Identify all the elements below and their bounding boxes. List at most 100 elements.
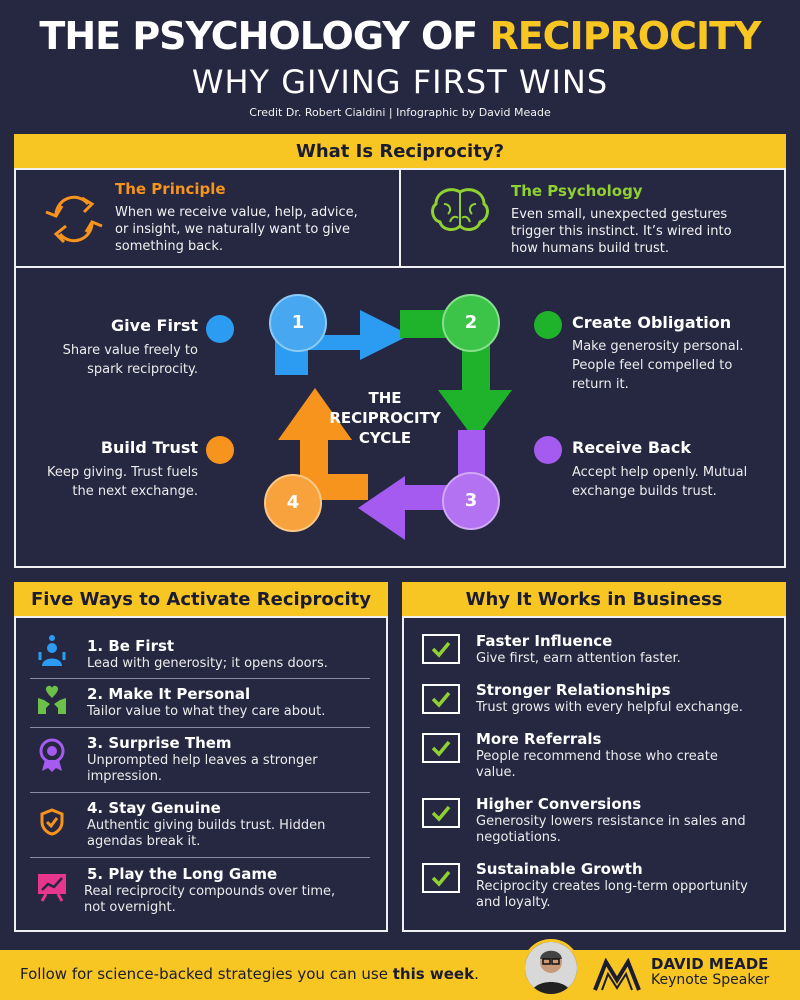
footer: Follow for science-backed strategies you… — [0, 950, 800, 1000]
five-ways-banner: Five Ways to Activate Reciprocity — [14, 582, 388, 618]
step-line: spark reciprocity. — [87, 362, 198, 377]
check-icon — [422, 684, 460, 714]
benefit-line: Reciprocity creates long-term opportunit… — [476, 879, 748, 894]
step-1-dot — [206, 315, 234, 343]
check-icon — [422, 634, 460, 664]
why-works-panel — [402, 616, 786, 932]
way-2-title: 2. Make It Personal — [87, 685, 251, 703]
credit-line: Credit Dr. Robert Cialdini | Infographic… — [249, 106, 551, 119]
benefit-4-title: Higher Conversions — [476, 795, 642, 813]
divider — [30, 857, 370, 858]
benefit-line: negotiations. — [476, 830, 561, 845]
hands-heart-icon — [36, 684, 68, 720]
step-3-title: Receive Back — [572, 438, 691, 457]
way-line: Authentic giving builds trust. Hidden — [87, 818, 326, 833]
benefit-1-text: Give first, earn attention faster. — [476, 651, 681, 667]
step-1-text: Share value freely to spark reciprocity. — [30, 341, 198, 379]
benefit-5-title: Sustainable Growth — [476, 860, 643, 878]
footer-text: Follow for science-backed strategies you… — [20, 965, 393, 983]
step-line: Share value freely to — [62, 343, 198, 358]
way-5-text: Real reciprocity compounds over time, no… — [84, 884, 335, 916]
benefit-line: People recommend those who create — [476, 749, 718, 764]
way-1-text: Lead with generosity; it opens doors. — [87, 656, 328, 672]
step-line: Keep giving. Trust fuels — [47, 465, 198, 480]
step-line: return it. — [572, 377, 629, 392]
footer-cta: Follow for science-backed strategies you… — [20, 965, 479, 983]
benefit-3-title: More Referrals — [476, 730, 602, 748]
way-line: Tailor value to what they care about. — [87, 704, 326, 719]
benefit-line: value. — [476, 765, 516, 780]
step-1-circle: 1 — [269, 294, 327, 352]
benefit-line: Trust grows with every helpful exchange. — [476, 700, 743, 715]
what-is-banner: What Is Reciprocity? — [14, 134, 786, 170]
step-line: the next exchange. — [72, 484, 198, 499]
psychology-title: The Psychology — [511, 182, 643, 200]
why-works-banner: Why It Works in Business — [402, 582, 786, 618]
what-is-panel — [14, 168, 786, 568]
step-3-dot — [534, 436, 562, 464]
benefit-2-title: Stronger Relationships — [476, 681, 671, 699]
principle-line: When we receive value, help, advice, — [115, 205, 358, 220]
check-icon — [422, 733, 460, 763]
divider — [30, 727, 370, 728]
title-highlight: RECIPROCITY — [489, 14, 761, 58]
step-4-circle: 4 — [264, 474, 322, 532]
way-5-title: 5. Play the Long Game — [87, 865, 278, 883]
benefit-line: Generosity lowers resistance in sales an… — [476, 814, 746, 829]
step-4-title: Build Trust — [100, 438, 198, 457]
shield-check-icon — [40, 808, 64, 840]
page-subtitle: WHY GIVING FIRST WINS — [191, 63, 609, 101]
psychology-line: how humans build trust. — [511, 241, 669, 256]
step-2-title: Create Obligation — [572, 313, 732, 332]
five-ways-panel — [14, 616, 388, 932]
brain-icon — [428, 186, 492, 240]
step-3-circle: 3 — [442, 472, 500, 530]
way-1-title: 1. Be First — [87, 637, 175, 655]
page-title: THE PSYCHOLOGY OF RECIPROCITY — [0, 14, 800, 58]
principle-line: or insight, we naturally want to give — [115, 222, 350, 237]
principle-line: something back. — [115, 239, 223, 254]
step-1-title: Give First — [111, 316, 198, 335]
cycle-arrows-icon — [42, 190, 106, 252]
step-2-dot — [534, 311, 562, 339]
step-2-circle: 2 — [442, 294, 500, 352]
step-line: exchange builds trust. — [572, 484, 717, 499]
panel-divider-vertical — [399, 170, 401, 266]
way-4-text: Authentic giving builds trust. Hidden ag… — [87, 818, 325, 850]
way-line: not overnight. — [84, 900, 176, 915]
psychology-text: Even small, unexpected gestures trigger … — [511, 206, 732, 257]
way-line: impression. — [87, 769, 163, 784]
way-line: agendas break it. — [87, 834, 201, 849]
brand-role: Keynote Speaker — [651, 972, 770, 988]
step-2-text: Make generosity personal. People feel co… — [572, 337, 743, 394]
header: THE PSYCHOLOGY OF RECIPROCITY WHY GIVING… — [0, 0, 800, 135]
chart-icon — [36, 872, 68, 906]
step-line: Accept help openly. Mutual — [572, 465, 748, 480]
check-icon — [422, 863, 460, 893]
center-line: RECIPROCITY — [329, 409, 441, 427]
psychology-line: trigger this instinct. It’s wired into — [511, 224, 732, 239]
divider — [30, 678, 370, 679]
center-line: THE — [368, 389, 402, 407]
benefit-line: and loyalty. — [476, 895, 551, 910]
way-line: Unprompted help leaves a stronger — [87, 753, 318, 768]
avatar — [522, 939, 580, 997]
title-main: THE PSYCHOLOGY OF — [39, 14, 490, 58]
way-2-text: Tailor value to what they care about. — [87, 704, 325, 720]
footer-text-end: . — [474, 965, 479, 983]
way-line: Real reciprocity compounds over time, — [84, 884, 336, 899]
step-4-text: Keep giving. Trust fuels the next exchan… — [20, 463, 198, 501]
step-line: People feel compelled to — [572, 358, 733, 373]
footer-text-bold: this week — [392, 965, 475, 983]
benefit-3-text: People recommend those who create value. — [476, 749, 718, 781]
step-line: Make generosity personal. — [572, 339, 744, 354]
check-icon — [422, 798, 460, 828]
way-3-text: Unprompted help leaves a stronger impres… — [87, 753, 318, 785]
panel-divider-horizontal — [14, 266, 786, 268]
way-4-title: 4. Stay Genuine — [87, 799, 221, 817]
benefit-line: Give first, earn attention faster. — [476, 651, 681, 666]
principle-title: The Principle — [115, 180, 226, 198]
way-line: Lead with generosity; it opens doors. — [87, 656, 328, 671]
step-4-dot — [206, 436, 234, 464]
badge-icon — [38, 738, 66, 776]
